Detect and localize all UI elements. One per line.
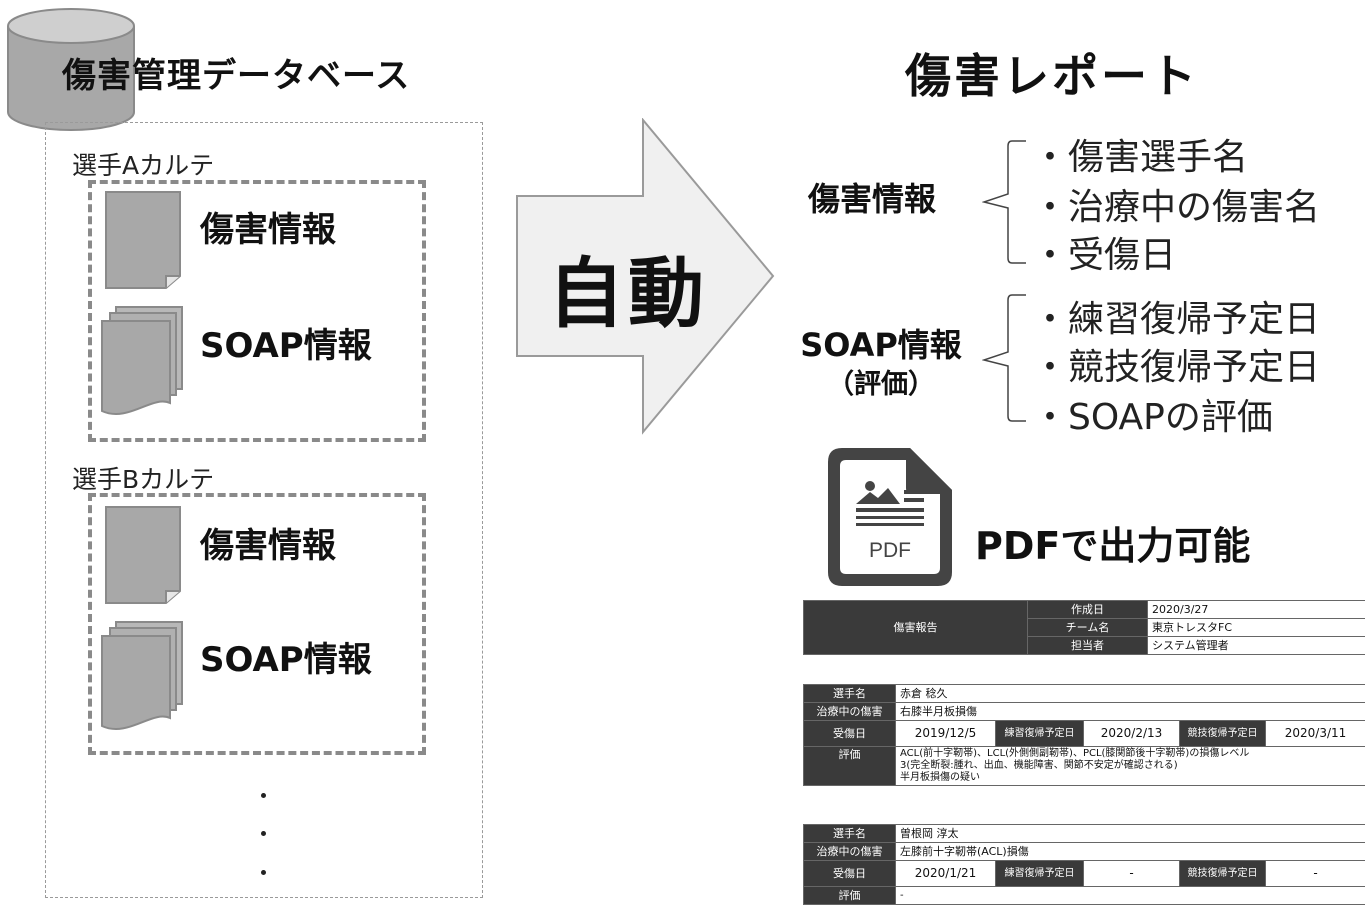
row-label: 練習復帰予定日 bbox=[996, 721, 1084, 747]
evaluation-line: - bbox=[900, 889, 1361, 902]
stacked-documents-icon bbox=[100, 620, 188, 735]
card-b-soap-info: SOAP情報 bbox=[200, 632, 372, 681]
report-header-title: 傷害報告 bbox=[804, 601, 1028, 655]
practice-return-date: - bbox=[1084, 861, 1180, 887]
card-a-injury-info: 傷害情報 bbox=[200, 202, 336, 251]
card-b-injury-info: 傷害情報 bbox=[200, 518, 336, 567]
ellipsis-dot bbox=[261, 831, 266, 836]
player-name: 赤倉 稔久 bbox=[896, 685, 1365, 703]
row-label: 選手名 bbox=[804, 685, 896, 703]
header-value: システム管理者 bbox=[1148, 637, 1365, 655]
document-icon bbox=[104, 190, 184, 290]
card-a-soap-info: SOAP情報 bbox=[200, 318, 372, 367]
header-value: 東京トレスタFC bbox=[1148, 619, 1365, 637]
row-label: 競技復帰予定日 bbox=[1180, 861, 1266, 887]
injury-date: 2019/12/5 bbox=[896, 721, 996, 747]
game-return-date: - bbox=[1266, 861, 1365, 887]
report-title: 傷害レポート bbox=[905, 40, 1199, 106]
ellipsis-dot bbox=[261, 793, 266, 798]
header-label: 担当者 bbox=[1028, 637, 1148, 655]
game-return-date: 2020/3/11 bbox=[1266, 721, 1365, 747]
stacked-documents-icon bbox=[100, 305, 188, 420]
group-injury-label: 傷害情報 bbox=[808, 174, 936, 220]
ellipsis-dot bbox=[261, 870, 266, 875]
pdf-output-label: PDFで出力可能 bbox=[975, 515, 1250, 570]
report-item: ・傷害選手名 bbox=[1032, 128, 1248, 180]
report-item: ・受傷日 bbox=[1032, 226, 1176, 278]
row-label: 受傷日 bbox=[804, 721, 896, 747]
group-soap-sublabel: （評価） bbox=[792, 362, 970, 401]
player-record-table: 選手名曽根岡 淳太 治療中の傷害左膝前十字靭帯(ACL)損傷 受傷日 2020/… bbox=[803, 824, 1365, 905]
automatic-label: 自動 bbox=[548, 232, 708, 342]
row-label: 選手名 bbox=[804, 825, 896, 843]
evaluation-line: ACL(前十字靭帯)、LCL(外側側副靭帯)、PCL(膝関節後十字靭帯)の損傷レ… bbox=[900, 748, 1361, 760]
evaluation-line: 3(完全断裂:腫れ、出血、機能障害、関節不安定が確認される) bbox=[900, 760, 1361, 772]
report-item: ・練習復帰予定日 bbox=[1032, 290, 1320, 342]
row-label: 治療中の傷害 bbox=[804, 843, 896, 861]
report-item: ・競技復帰予定日 bbox=[1032, 338, 1320, 390]
row-label: 練習復帰予定日 bbox=[996, 861, 1084, 887]
database-title: 傷害管理データベース bbox=[62, 48, 410, 97]
report-header-table: 傷害報告 作成日 2020/3/27 チーム名 東京トレスタFC 担当者 システ… bbox=[803, 600, 1365, 655]
header-label: チーム名 bbox=[1028, 619, 1148, 637]
header-value: 2020/3/27 bbox=[1148, 601, 1365, 619]
row-label: 競技復帰予定日 bbox=[1180, 721, 1266, 747]
injury-name: 右膝半月板損傷 bbox=[896, 703, 1365, 721]
brace-icon bbox=[982, 138, 1032, 266]
player-record-table: 選手名赤倉 稔久 治療中の傷害右膝半月板損傷 受傷日 2019/12/5 練習復… bbox=[803, 684, 1365, 786]
injury-date: 2020/1/21 bbox=[896, 861, 996, 887]
card-b-label: 選手Bカルテ bbox=[72, 460, 214, 496]
pdf-icon-text: PDF bbox=[869, 539, 911, 562]
brace-icon bbox=[982, 292, 1032, 424]
row-label: 評価 bbox=[804, 887, 896, 905]
pdf-file-icon: PDF bbox=[826, 446, 954, 588]
row-label: 受傷日 bbox=[804, 861, 896, 887]
row-label: 治療中の傷害 bbox=[804, 703, 896, 721]
player-name: 曽根岡 淳太 bbox=[896, 825, 1365, 843]
card-a-label: 選手Aカルテ bbox=[72, 146, 214, 182]
document-icon bbox=[104, 505, 184, 605]
header-label: 作成日 bbox=[1028, 601, 1148, 619]
report-item: ・治療中の傷害名 bbox=[1032, 178, 1320, 230]
practice-return-date: 2020/2/13 bbox=[1084, 721, 1180, 747]
report-item: ・SOAPの評価 bbox=[1032, 388, 1273, 440]
group-soap-label: SOAP情報 bbox=[792, 320, 970, 366]
injury-name: 左膝前十字靭帯(ACL)損傷 bbox=[896, 843, 1365, 861]
evaluation-line: 半月板損傷の疑い bbox=[900, 772, 1361, 784]
row-label: 評価 bbox=[804, 747, 896, 786]
